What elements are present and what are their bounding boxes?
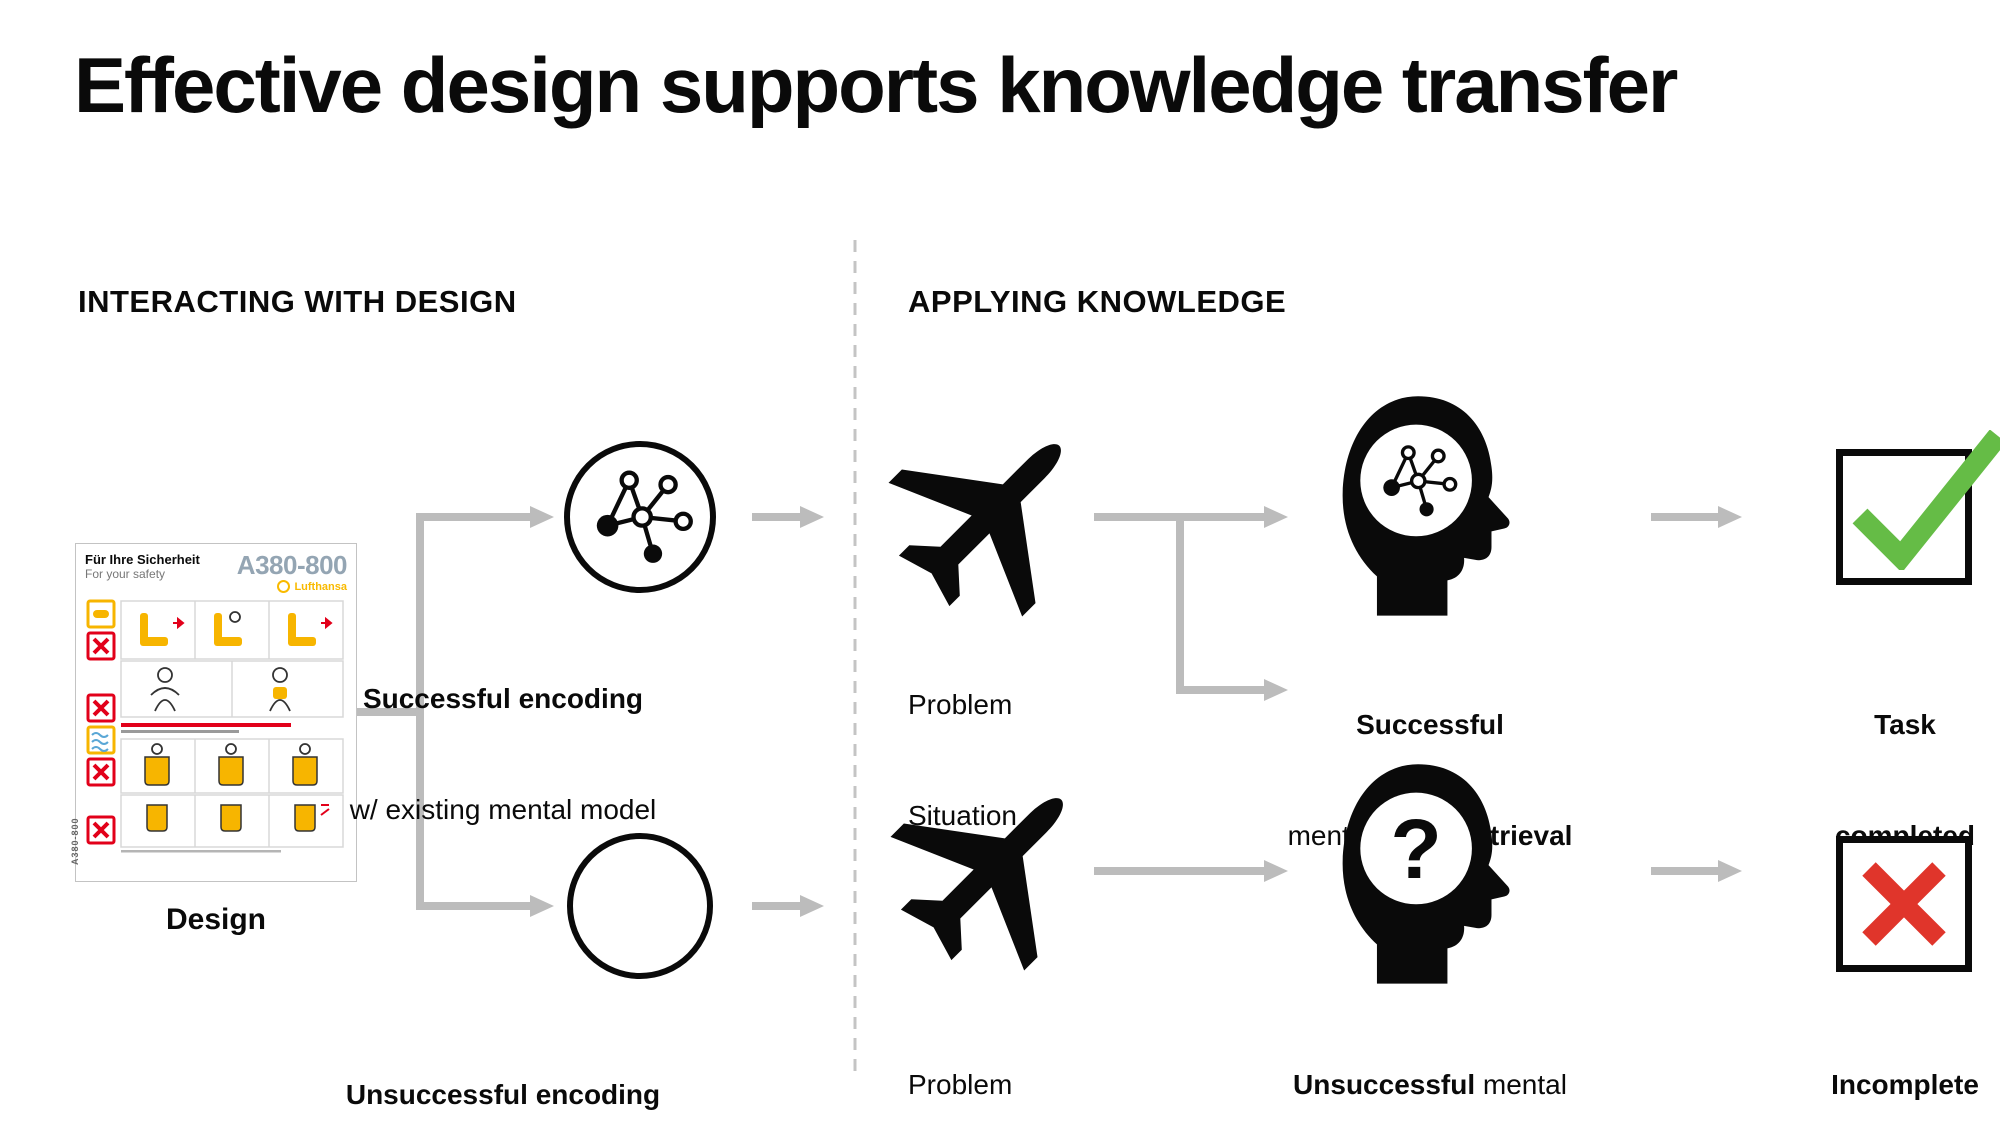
problem-situation-top-label: Problem Situation [908, 612, 1128, 908]
label-line: Successful encoding [362, 683, 644, 714]
safety-card-title-en: For your safety [85, 567, 166, 581]
unsuccessful-encoding-circle [567, 833, 713, 979]
problem-situation-top-icon [883, 412, 1093, 622]
airplane-icon [890, 798, 1063, 971]
label-line: w/ existing mental model [349, 794, 657, 825]
head-silhouette-failure: ? [1328, 758, 1514, 984]
problem-situation-bottom-icon [885, 766, 1095, 976]
label-line: Problem [908, 1069, 1013, 1100]
section-header-interacting-with-design: INTERACTING WITH DESIGN [78, 284, 517, 319]
mental-model-network-icon [1383, 445, 1458, 517]
label-line: Unsuccessful encoding [345, 1079, 661, 1110]
unsuccessful-encoding-label: Unsuccessful encoding [343, 1002, 663, 1126]
design-caption: Design [165, 903, 267, 936]
safety-card-pictograms [86, 599, 344, 853]
safety-card: Für Ihre Sicherheit For your safety A380… [70, 543, 357, 882]
safety-card-model: A380-800 [236, 550, 348, 580]
airplane-icon [888, 444, 1061, 617]
label-line: Situation [908, 800, 1017, 831]
safety-card-side-model: A380-800 [70, 817, 80, 865]
cross-icon [1862, 862, 1946, 946]
safety-card-title-de: Für Ihre Sicherheit [85, 552, 200, 567]
mental-model-network-icon [596, 470, 693, 563]
safety-card-brand-name: Lufthansa [294, 580, 347, 593]
problem-situation-bottom-label: Problem Situation [908, 992, 1128, 1126]
retrieval-failure-label: Unsuccessful mental model retrieval [1260, 992, 1600, 1126]
label-line: Problem [908, 689, 1013, 720]
label-line: Task [1874, 709, 1936, 740]
head-with-question-icon: ? [1342, 764, 1510, 984]
label-segment: mental [1475, 1069, 1567, 1100]
head-silhouette-success [1328, 390, 1514, 616]
successful-encoding-circle [564, 441, 716, 593]
arrow-problem-to-fail-head-branch [1176, 513, 1288, 701]
page-title: Effective design supports knowledge tran… [74, 41, 1678, 129]
safety-card-titles: Für Ihre Sicherheit For your safety [85, 552, 200, 581]
incomplete-task-label: Incomplete Task [1800, 992, 2000, 1126]
safety-card-header: Für Ihre Sicherheit For your safety A380… [85, 550, 348, 593]
section-header-applying-knowledge: APPLYING KNOWLEDGE [908, 284, 1287, 319]
label-line: Unsuccessful mental [1260, 1066, 1600, 1103]
head-with-mental-model-icon [1342, 396, 1510, 616]
label-line: Successful [1356, 709, 1504, 740]
label-line: Incomplete [1831, 1069, 1979, 1100]
successful-encoding-label: Successful encoding w/ existing mental m… [343, 606, 663, 902]
safety-card-model-block: A380-800 Lufthansa [236, 550, 348, 593]
question-mark-icon: ? [1390, 802, 1441, 896]
lufthansa-logo-icon [277, 580, 291, 593]
label-segment: Unsuccessful [1293, 1069, 1476, 1100]
checkmark-icon [1852, 430, 2000, 570]
safety-card-brand: Lufthansa [237, 580, 347, 593]
